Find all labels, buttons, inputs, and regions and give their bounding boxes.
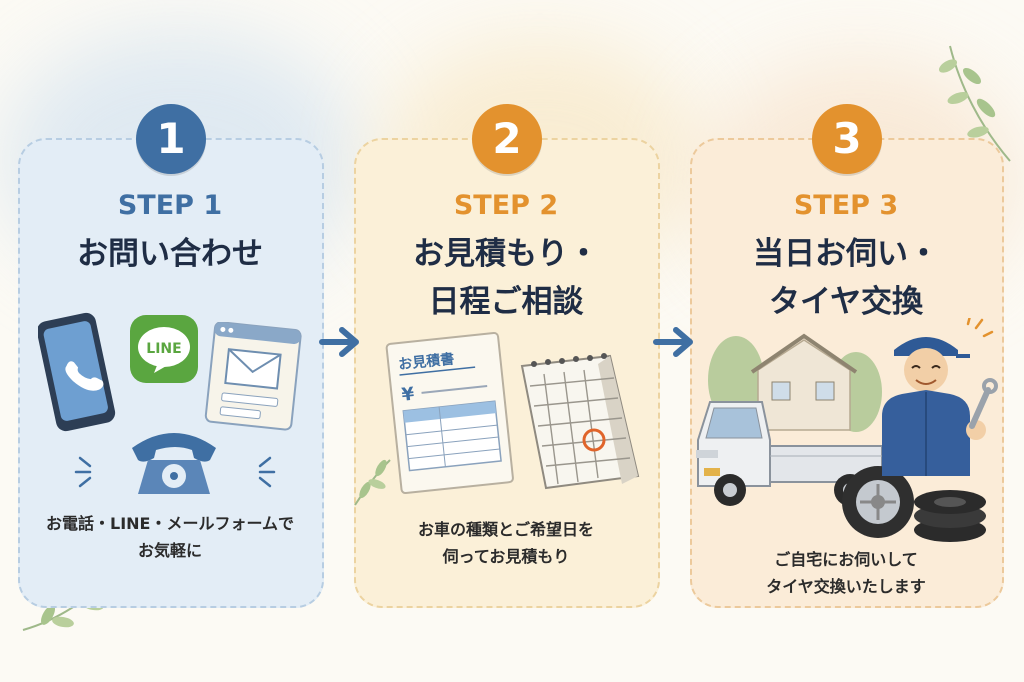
- step-2-description-line-1: お車の種類とご希望日を: [417, 520, 594, 539]
- smartphone-icon: [38, 312, 116, 432]
- ring-lines-icon: [74, 456, 92, 488]
- step-1-title-line: お問い合わせ: [77, 236, 263, 272]
- arrow-right-icon: [653, 327, 693, 357]
- email-form-icon: [204, 322, 302, 431]
- estimate-sheet-icon: お見積書 ¥: [385, 331, 514, 495]
- step-2-title: お見積もり・ 日程ご相談: [356, 230, 656, 326]
- step-3-number-badge: 3: [812, 104, 882, 174]
- step-1-number-badge: 1: [136, 104, 206, 174]
- estimate-sheet-title: お見積書: [398, 350, 455, 373]
- ring-lines-icon: [258, 456, 276, 488]
- calendar-icon: [520, 353, 640, 490]
- leaf-sprig-icon: [354, 459, 391, 506]
- line-app-label: LINE: [146, 341, 181, 357]
- step-3-title-line-1: 当日お伺い・: [753, 236, 939, 272]
- step-3-description-line-2: タイヤ交換いたします: [766, 577, 926, 596]
- line-app-icon: LINE: [130, 315, 198, 383]
- yen-sign: ¥: [401, 384, 416, 406]
- step-2-title-line-2: 日程ご相談: [428, 284, 584, 320]
- step-2-label: STEP 2: [453, 190, 559, 221]
- arrow-right-icon: [319, 327, 359, 357]
- leaf-sprig-top-right-icon: [938, 45, 1011, 162]
- telephone-icon: [132, 433, 216, 494]
- step-3-description: ご自宅にお伺いして タイヤ交換いたします: [696, 546, 996, 600]
- step-3-title: 当日お伺い・ タイヤ交換: [696, 230, 996, 326]
- step-2-description: お車の種類とご希望日を 伺ってお見積もり: [356, 516, 656, 570]
- step-3-description-line-1: ご自宅にお伺いして: [774, 550, 918, 569]
- step-1-description-line-2: お気軽に: [137, 541, 202, 560]
- step-2-title-line-1: お見積もり・: [413, 236, 599, 272]
- tire-stack-icon: [842, 466, 986, 542]
- step-3-label: STEP 3: [793, 190, 899, 221]
- step-3-title-line-2: タイヤ交換: [768, 284, 924, 320]
- step-2-description-line-2: 伺ってお見積もり: [442, 547, 570, 566]
- step-1-label: STEP 1: [117, 190, 223, 221]
- step-1-description-line-1: お電話・LINE・メールフォームで: [46, 514, 294, 533]
- step-2-number-badge: 2: [472, 104, 542, 174]
- mechanic-icon: [882, 318, 998, 476]
- step-1-title: お問い合わせ: [20, 230, 320, 278]
- step-1-description: お電話・LINE・メールフォームで お気軽に: [20, 510, 320, 564]
